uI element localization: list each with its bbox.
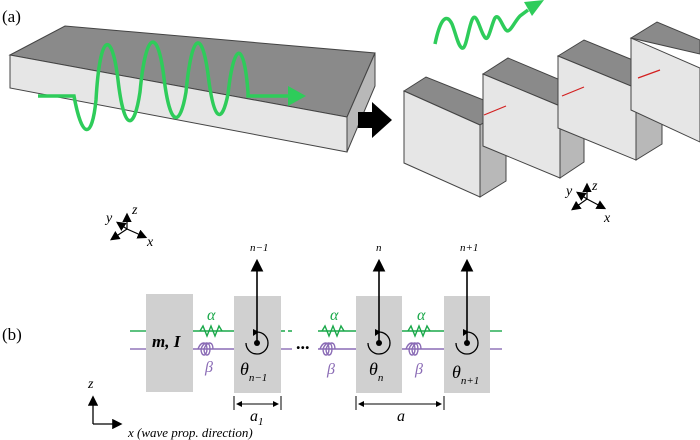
label-n-minus-1: n−1: [250, 242, 268, 254]
continuous-slab: [8, 25, 376, 153]
axis-left-z: z: [131, 203, 138, 218]
label-n: n: [376, 242, 382, 254]
axis-b-x: x (wave prop. direction): [127, 425, 253, 440]
coupling-lines: [130, 330, 502, 350]
springs: [197, 324, 431, 356]
outgoing-wave: [433, 0, 544, 50]
theta-n-minus-1: θn−1: [240, 359, 267, 384]
transform-arrow: [358, 102, 392, 138]
alpha-label-1: α: [207, 307, 216, 324]
dimension-a1: [233, 396, 282, 410]
incident-wave: [38, 40, 306, 132]
a1-label: a1: [250, 408, 264, 428]
panel-b-label: (b): [2, 325, 22, 344]
alpha-label-3: α: [417, 307, 426, 324]
ellipsis-dots: ...: [296, 333, 310, 353]
axis-left-x: x: [146, 235, 154, 250]
axes-left: z y x: [104, 203, 154, 250]
a-label: a: [397, 408, 405, 425]
axes-b: [87, 395, 123, 430]
axes-right: z y x: [564, 179, 611, 226]
rotation-markers: [245, 329, 479, 355]
alpha-label-2: α: [330, 307, 339, 324]
axis-b-z: z: [87, 377, 94, 392]
panel-a-label: (a): [2, 7, 21, 26]
axis-left-y: y: [104, 211, 113, 226]
beta-label-2: β: [326, 361, 335, 378]
axis-right-z: z: [591, 179, 598, 194]
discrete-blocks: [402, 21, 700, 198]
axis-right-y: y: [564, 184, 573, 199]
theta-n-plus-1: θn+1: [452, 362, 479, 387]
dimension-a: [355, 396, 445, 410]
mass-inertia-label: m, I: [152, 332, 182, 351]
beta-label-3: β: [414, 361, 423, 378]
axis-right-x: x: [603, 211, 611, 226]
orientation-arrows: [250, 258, 474, 343]
theta-n: θn: [369, 359, 384, 384]
mass-cell: [146, 294, 193, 392]
label-n-plus-1: n+1: [460, 242, 478, 254]
beta-label-1: β: [204, 359, 213, 376]
